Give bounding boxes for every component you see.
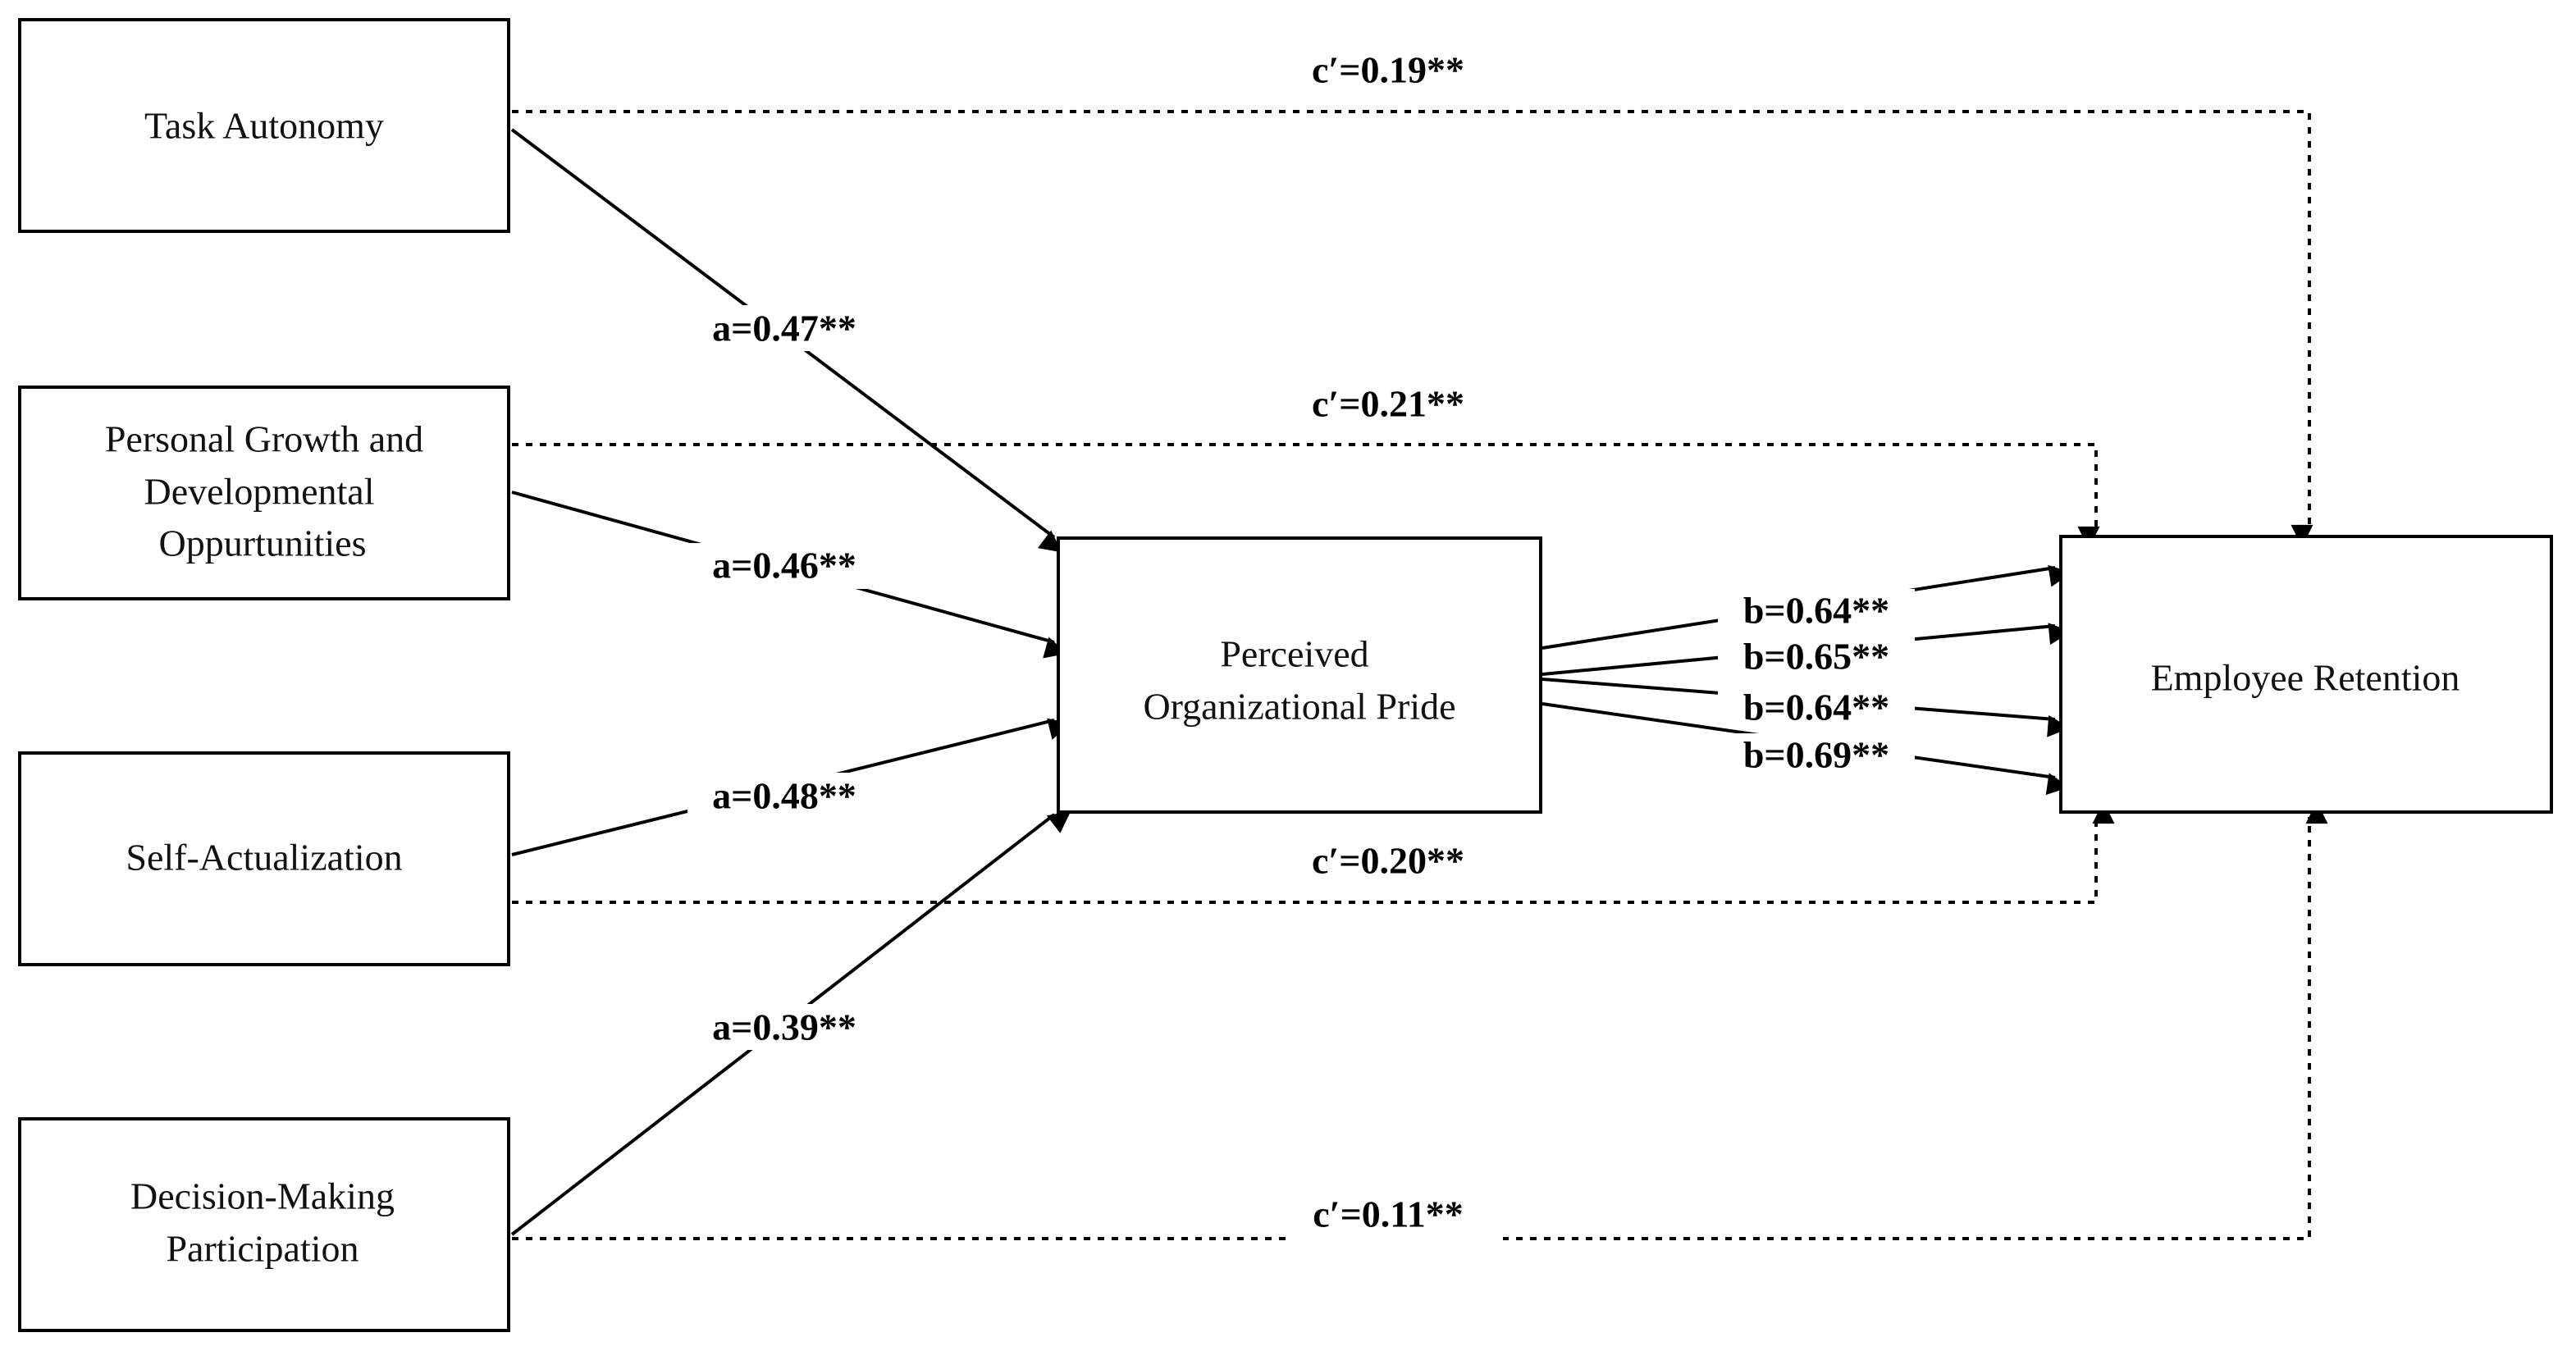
node-perceived-organizational-pride: Perceived Organizational Pride	[1057, 536, 1542, 814]
node-personal-growth-label-1: Personal Growth and	[105, 418, 423, 460]
node-decision-making-label-1: Decision-Making	[130, 1175, 395, 1217]
b-label-2: b=0.65**	[1743, 636, 1889, 678]
c-prime-label-self-actualization: c′=0.20**	[1312, 840, 1464, 882]
node-pride-label-2: Organizational Pride	[1143, 686, 1455, 728]
b-label-1: b=0.64**	[1743, 590, 1889, 632]
node-retention-label-1: Employee Retention	[2151, 657, 2460, 699]
node-personal-growth: Personal Growth and Developmental Oppurt…	[18, 386, 510, 600]
node-task-autonomy: Task Autonomy	[18, 18, 510, 233]
c-prime-label-decision-making: c′=0.11**	[1313, 1193, 1464, 1235]
c-prime-label-task-autonomy: c′=0.19**	[1312, 49, 1464, 91]
node-self-actualization-label-1: Self-Actualization	[126, 837, 402, 879]
node-personal-growth-label-3: Oppurtunities	[159, 523, 367, 564]
node-decision-making-label-2: Participation	[166, 1228, 359, 1270]
node-decision-making: Decision-Making Participation	[18, 1117, 510, 1332]
a-label-self-actualization: a=0.48**	[712, 775, 856, 817]
a-label-decision-making: a=0.39**	[712, 1006, 856, 1048]
c-prime-path-personal-growth	[512, 443, 2100, 549]
a-label-personal-growth: a=0.46**	[712, 545, 856, 586]
c-prime-path-decision-making	[512, 801, 2328, 1240]
b-label-4: b=0.69**	[1743, 734, 1889, 776]
b-label-3: b=0.64**	[1743, 687, 1889, 728]
node-self-actualization: Self-Actualization	[18, 751, 510, 966]
node-employee-retention: Employee Retention	[2059, 535, 2553, 814]
c-prime-label-personal-growth: c′=0.21**	[1312, 383, 1464, 425]
node-personal-growth-label-2: Developmental	[144, 471, 374, 513]
node-task-autonomy-label-1: Task Autonomy	[144, 105, 384, 147]
a-label-task-autonomy: a=0.47**	[712, 308, 856, 349]
node-pride-label-1: Perceived	[1220, 633, 1368, 675]
